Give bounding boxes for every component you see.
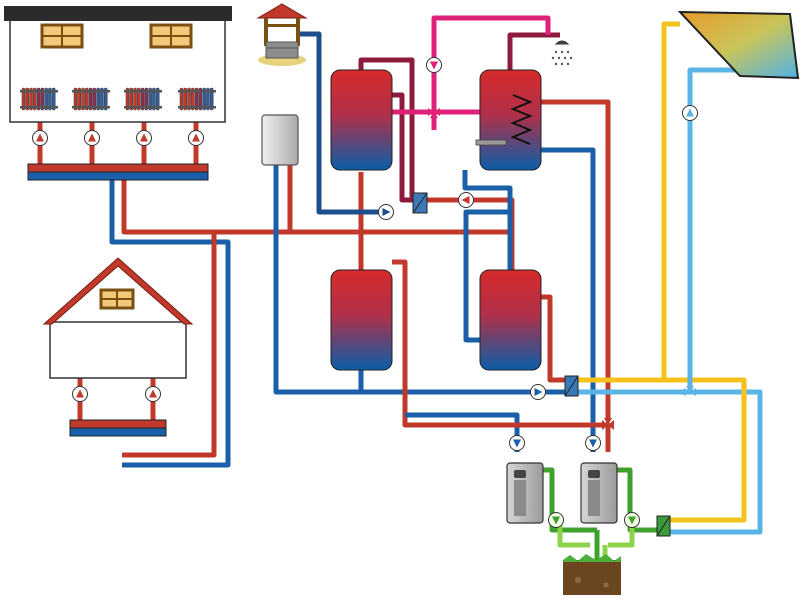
ground-loop-icon bbox=[563, 554, 621, 595]
pump-icon bbox=[72, 386, 88, 402]
storage-tank-icon bbox=[330, 69, 393, 171]
window-icon bbox=[149, 23, 193, 49]
radiator-row bbox=[20, 87, 216, 111]
manifold-icon bbox=[69, 419, 167, 437]
mixing-valve-icon bbox=[602, 418, 614, 430]
radiator-icon bbox=[72, 87, 110, 111]
pump-icon bbox=[682, 105, 698, 121]
heat-exchanger-icon bbox=[564, 375, 579, 397]
pump-icon bbox=[509, 435, 525, 451]
pump-icon bbox=[426, 57, 442, 73]
radiator-icon bbox=[124, 87, 162, 111]
pump-icon bbox=[136, 130, 152, 146]
pump-icon bbox=[84, 130, 100, 146]
house-icon bbox=[42, 257, 194, 379]
expansion-vessel-icon bbox=[261, 114, 299, 166]
mixing-valve-icon bbox=[684, 386, 696, 396]
storage-tank-icon bbox=[330, 269, 393, 371]
heat-pump-icon bbox=[506, 462, 544, 524]
pump-icon bbox=[624, 512, 640, 528]
pump-icon bbox=[530, 384, 546, 400]
manifold-icon bbox=[27, 163, 209, 181]
hot-water-tank-icon bbox=[475, 69, 542, 171]
pump-icon bbox=[145, 386, 161, 402]
radiator-icon bbox=[20, 87, 58, 111]
window-icon bbox=[40, 23, 84, 49]
pump-icon bbox=[188, 130, 204, 146]
pump-icon bbox=[585, 435, 601, 451]
pump-icon bbox=[458, 192, 474, 208]
heat-pump-icon bbox=[580, 462, 618, 524]
pump-icon bbox=[378, 204, 394, 220]
water-well-icon bbox=[256, 3, 308, 66]
heat-exchanger-icon bbox=[412, 192, 428, 214]
pump-group bbox=[32, 57, 698, 528]
pump-icon bbox=[32, 130, 48, 146]
storage-tank-icon bbox=[479, 269, 542, 371]
mixing-valve-icon bbox=[428, 108, 440, 118]
shower-icon bbox=[551, 40, 573, 66]
solar-collector-icon bbox=[677, 10, 800, 80]
pump-icon bbox=[548, 512, 564, 528]
heat-exchanger-icon bbox=[656, 515, 671, 537]
radiator-icon bbox=[178, 87, 216, 111]
window-icon bbox=[99, 288, 135, 310]
